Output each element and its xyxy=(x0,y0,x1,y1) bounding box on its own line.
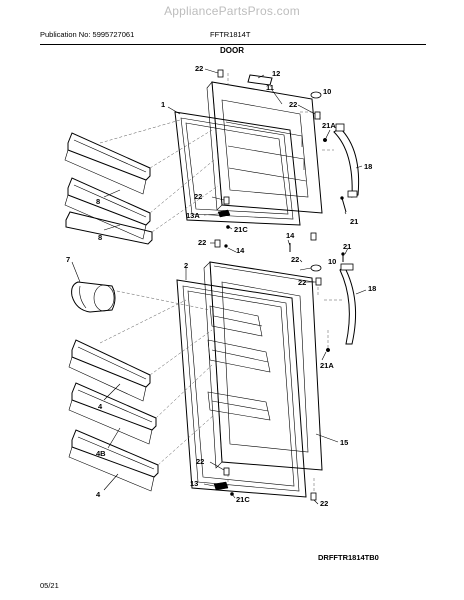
freezer-door-handle xyxy=(333,123,360,198)
revision-date: 05/21 xyxy=(40,581,59,590)
callout-21A: 21A xyxy=(320,361,334,370)
freezer-door-bin-upper xyxy=(64,132,151,195)
screw-21C-top xyxy=(226,225,230,229)
callout-22: 22 xyxy=(198,238,206,247)
callout-21C: 21C xyxy=(236,495,250,504)
screw-cover-22-bot2 xyxy=(310,492,317,501)
diagram-code: DRFFTR1814TB0 xyxy=(318,553,379,562)
fresh-food-door-bin-middle xyxy=(68,382,157,445)
model-number: FFTR1814T xyxy=(210,30,251,39)
callout-15: 15 xyxy=(340,438,348,447)
callout-4: 4 xyxy=(98,402,103,411)
callout-13A: 13A xyxy=(186,211,200,220)
freezer-door-bin-third xyxy=(65,211,153,245)
callout-22: 22 xyxy=(196,457,204,466)
screw-cover-22-mid xyxy=(223,196,230,205)
screw-cover-22-mid4 xyxy=(315,277,322,286)
freezer-door-trim-part-12 xyxy=(247,74,273,86)
callout-21: 21 xyxy=(350,217,358,226)
screw-21-top xyxy=(341,197,347,213)
fresh-food-door-bin-lower xyxy=(68,429,159,492)
header-rule xyxy=(40,44,426,45)
hinge-13A xyxy=(217,209,231,218)
fresh-food-door-shelves xyxy=(207,305,271,421)
fresh-food-door-bin-upper xyxy=(68,339,151,402)
callout-21A: 21A xyxy=(322,121,336,130)
fresh-food-door-gasket xyxy=(176,279,307,498)
egg-bin-part-7 xyxy=(71,281,116,313)
screw-cover-22-mid2 xyxy=(214,239,221,248)
callout-10: 10 xyxy=(328,257,336,266)
callout-22: 22 xyxy=(298,278,306,287)
screw-21A-top xyxy=(322,137,328,143)
freezer-door-panel xyxy=(206,81,323,214)
cap-10-mid xyxy=(310,264,322,272)
callout-21C: 21C xyxy=(234,225,248,234)
freezer-door-bin-lower xyxy=(64,177,151,240)
pin-14 xyxy=(224,244,228,248)
callout-labels: 22 12 11 22 10 1 21A 18 8 8 22 13A 21C 2… xyxy=(66,64,376,508)
freezer-hardware xyxy=(214,69,347,252)
screw-cover-22-lower-right xyxy=(310,232,317,241)
publication-number: Publication No: 5995727061 xyxy=(40,30,135,39)
screw-21A-mid xyxy=(325,347,331,353)
cap-10-top xyxy=(310,91,322,99)
watermark: AppliancePartsPros.com xyxy=(164,4,300,18)
freezer-door-gasket xyxy=(174,111,301,226)
callout-4B: 4B xyxy=(96,449,106,458)
hinge-13 xyxy=(213,481,229,491)
screw-cover-22-right xyxy=(314,111,321,120)
callout-2: 2 xyxy=(184,261,188,270)
callout-4: 4 xyxy=(96,490,101,499)
callout-22: 22 xyxy=(289,100,297,109)
callout-14: 14 xyxy=(236,246,245,255)
callout-22: 22 xyxy=(194,192,202,201)
section-title: DOOR xyxy=(220,46,244,55)
callout-18: 18 xyxy=(368,284,376,293)
callout-21: 21 xyxy=(343,242,351,251)
callout-1: 1 xyxy=(161,100,165,109)
leader-lines xyxy=(71,68,367,505)
callout-10: 10 xyxy=(323,87,331,96)
callout-12: 12 xyxy=(272,69,280,78)
fresh-food-door-handle xyxy=(339,263,357,345)
screw-cover-22-top xyxy=(217,69,224,78)
screw-cover-22-bot1 xyxy=(223,467,230,476)
fresh-food-door-panel xyxy=(203,261,323,471)
fresh-food-alignment-lines xyxy=(99,282,342,493)
callout-18: 18 xyxy=(364,162,372,171)
callout-7: 7 xyxy=(66,255,70,264)
callout-14: 14 xyxy=(286,231,295,240)
callout-22: 22 xyxy=(291,255,299,264)
callout-22: 22 xyxy=(195,64,203,73)
callout-11: 11 xyxy=(266,83,274,92)
callout-22: 22 xyxy=(320,499,328,508)
callout-8: 8 xyxy=(98,233,102,242)
callout-13: 13 xyxy=(190,479,198,488)
callout-8: 8 xyxy=(96,197,100,206)
fresh-food-hardware xyxy=(213,252,345,501)
